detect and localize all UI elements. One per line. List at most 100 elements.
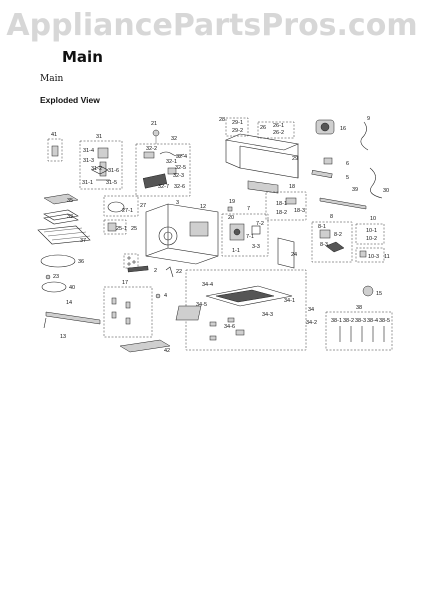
part-23[interactable]: 23 xyxy=(45,274,59,280)
part-label-26: 26 xyxy=(260,125,266,131)
part-33[interactable]: 33 xyxy=(43,209,79,225)
part-label-14: 14 xyxy=(66,300,72,306)
part-40-tray[interactable]: 40 xyxy=(41,281,75,293)
part-label-11: 11 xyxy=(384,254,390,260)
part-label-40: 40 xyxy=(69,285,75,291)
part-label-19: 19 xyxy=(229,199,235,205)
part-label-32: 32 xyxy=(171,136,177,142)
part-label-28: 28 xyxy=(219,117,225,123)
part-label-32-2: 32-2 xyxy=(146,146,157,152)
part-label-38-4: 38-4 xyxy=(367,318,378,324)
part-label-31-3: 31-3 xyxy=(83,158,94,164)
part-label-32-1: 32-1 xyxy=(166,159,177,165)
part-28-29-group[interactable]: 28 29-1 29-2 26 26-1 26-2 29 xyxy=(219,117,300,194)
part-label-10-1: 10-1 xyxy=(366,228,377,234)
part-label-38-3: 38-3 xyxy=(355,318,366,324)
part-25-assembly[interactable]: 25 25-1 xyxy=(103,219,137,235)
part-label-42: 42 xyxy=(164,348,170,354)
part-label-8-3: 8-3 xyxy=(320,242,328,248)
part-label-10: 10 xyxy=(370,216,376,222)
part-label-24: 24 xyxy=(291,252,297,258)
part-label-13: 13 xyxy=(60,334,66,340)
part-label-25: 25 xyxy=(131,226,137,232)
part-18-assembly[interactable]: 18 18-1 18-2 18-3 xyxy=(265,184,307,221)
part-37[interactable]: 37 xyxy=(37,225,91,245)
part-label-35: 35 xyxy=(67,198,73,204)
part-label-37: 37 xyxy=(80,238,86,244)
part-label-20: 20 xyxy=(228,215,234,221)
part-6[interactable]: 6 xyxy=(323,157,349,167)
part-label-16: 16 xyxy=(340,126,346,132)
part-label-26-2: 26-2 xyxy=(273,130,284,136)
part-label-17: 17 xyxy=(122,280,128,286)
part-label-21: 21 xyxy=(151,121,157,127)
part-22[interactable]: 22 xyxy=(165,266,182,278)
part-label-29-2: 29-2 xyxy=(232,128,243,134)
part-9[interactable]: 9 xyxy=(360,116,370,151)
part-31-assembly[interactable]: 31 31-4 31-3 31-2 31-1 31-5 31-6 xyxy=(79,134,123,190)
part-20[interactable]: 20 xyxy=(228,215,234,221)
part-label-12: 12 xyxy=(200,204,206,210)
part-label-38: 38 xyxy=(356,305,362,311)
part-label-7-2: 7-2 xyxy=(256,221,264,227)
part-19[interactable]: 19 xyxy=(227,199,235,212)
part-27-assembly[interactable]: 27 27-1 xyxy=(103,195,146,217)
part-small-dots[interactable] xyxy=(123,253,139,269)
part-label-27: 27 xyxy=(140,203,146,209)
part-3-cavity[interactable]: 3 12 xyxy=(145,200,219,265)
part-39[interactable]: 39 xyxy=(319,187,367,210)
part-17-assembly[interactable]: 17 xyxy=(103,280,153,338)
part-14-grille[interactable]: 14 13 xyxy=(43,300,101,340)
part-label-38-2: 38-2 xyxy=(343,318,354,324)
part-label-8-2: 8-2 xyxy=(334,232,342,238)
part-label-34-6: 34-6 xyxy=(224,324,235,330)
part-42[interactable]: 42 xyxy=(119,339,171,354)
part-label-32-7: 32-7 xyxy=(158,184,169,190)
part-label-31-4: 31-4 xyxy=(83,148,94,154)
part-label-32-5: 32-5 xyxy=(175,165,186,171)
part-label-25-1: 25-1 xyxy=(116,226,127,232)
part-label-18-2: 18-2 xyxy=(276,210,287,216)
part-4[interactable]: 4 xyxy=(155,293,167,299)
part-label-31-5: 31-5 xyxy=(106,180,117,186)
part-label-31-1: 31-1 xyxy=(82,180,93,186)
part-8-assembly[interactable]: 8 8-1 8-2 8-3 xyxy=(311,214,353,263)
part-label-10-2: 10-2 xyxy=(366,236,377,242)
diagram-subtitle: Main xyxy=(40,74,64,84)
part-38-assembly[interactable]: 38 38-1 38-2 38-3 38-4 38-5 xyxy=(325,305,393,351)
part-label-36: 36 xyxy=(78,259,84,265)
part-16[interactable]: 16 xyxy=(315,119,346,135)
part-label-32-6: 32-6 xyxy=(174,184,185,190)
part-2[interactable]: 2 xyxy=(127,265,157,274)
part-label-9: 9 xyxy=(367,116,370,122)
part-label-34-2: 34-2 xyxy=(306,320,317,326)
part-label-7-1: 7-1 xyxy=(246,234,254,240)
part-30[interactable]: 30 xyxy=(369,167,389,199)
part-label-34-5: 34-5 xyxy=(196,302,207,308)
part-label-34-3: 34-3 xyxy=(262,312,273,318)
part-label-39: 39 xyxy=(352,187,358,193)
part-label-18-1: 18-1 xyxy=(276,201,287,207)
part-label-31-6: 31-6 xyxy=(108,168,119,174)
part-5[interactable]: 5 xyxy=(311,170,349,181)
part-label-41: 41 xyxy=(51,132,57,138)
part-34-assembly[interactable]: 34 34-1 34-2 34-3 34-4 34-5 34-6 xyxy=(175,269,317,351)
part-15-fan[interactable]: 15 xyxy=(362,285,382,297)
part-label-18-3: 18-3 xyxy=(294,208,305,214)
part-32-assembly[interactable]: 32 32-2 32-4 32-1 32-5 32-3 32-7 32-6 xyxy=(135,136,191,197)
part-label-8: 8 xyxy=(330,214,333,220)
part-label-38-1: 38-1 xyxy=(331,318,342,324)
part-label-10-3: 10-3 xyxy=(368,254,379,260)
part-10-assembly[interactable]: 10 10-1 10-2 10-3 11 xyxy=(355,216,390,263)
part-24-panel[interactable]: 24 xyxy=(277,237,297,269)
part-41[interactable]: 41 xyxy=(47,132,63,162)
part-21[interactable]: 21 xyxy=(151,121,160,144)
part-label-7: 7 xyxy=(247,206,250,212)
page-title: Main xyxy=(62,48,103,66)
part-36-ring[interactable]: 36 xyxy=(40,254,84,268)
part-35[interactable]: 35 xyxy=(43,193,79,205)
part-label-5: 5 xyxy=(346,175,349,181)
part-label-33: 33 xyxy=(67,214,73,220)
part-label-1-1: 1-1 xyxy=(232,248,240,254)
part-7-assembly[interactable]: 7 7-2 7-1 3-3 1-1 xyxy=(221,206,269,257)
